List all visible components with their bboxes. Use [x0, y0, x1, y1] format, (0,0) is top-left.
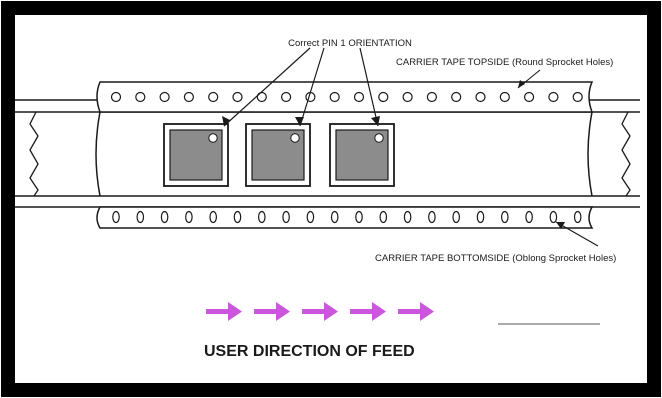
round-sprocket-hole	[281, 91, 292, 103]
round-sprocket-hole	[475, 91, 486, 103]
tape-left-torn-edge	[29, 111, 39, 197]
round-sprocket-hole	[426, 91, 437, 103]
topside-label: CARRIER TAPE TOPSIDE (Round Sprocket Hol…	[396, 57, 613, 68]
pin1-pointer-3	[359, 47, 379, 127]
round-sprocket-hole	[159, 91, 170, 103]
oblong-sprocket-hole	[452, 210, 461, 224]
round-sprocket-hole	[402, 91, 413, 103]
round-sprocket-hole	[523, 91, 535, 103]
oblong-sprocket-hole	[306, 210, 315, 224]
oblong-sprocket-hole	[403, 210, 412, 224]
oblong-sprocket-hole	[257, 210, 266, 224]
feed-arrow-shaft	[254, 309, 278, 314]
oblong-sprocket-hole	[428, 210, 436, 224]
tape-body-right-edge	[587, 111, 593, 197]
oblong-sprocket-hole	[112, 210, 120, 224]
bottomside-strip	[96, 206, 594, 229]
bottomside-arrowhead	[556, 222, 565, 229]
tape-body-left-edge	[95, 111, 101, 197]
feed-arrow	[254, 302, 290, 321]
feed-arrow	[302, 302, 338, 321]
oblong-sprocket-holes	[112, 210, 582, 224]
round-sprocket-hole	[499, 91, 510, 103]
pin1-marker	[374, 133, 384, 143]
topside-strip	[96, 81, 594, 113]
feed-arrow	[206, 302, 242, 321]
feed-direction-arrows	[206, 302, 434, 321]
round-sprocket-holes	[110, 91, 583, 103]
round-sprocket-hole	[378, 91, 389, 103]
pin1-arrowhead-1	[222, 116, 230, 126]
feed-arrow-head	[324, 302, 338, 321]
component-pocket	[245, 123, 311, 187]
feed-arrow	[398, 302, 434, 321]
round-sprocket-hole	[232, 91, 243, 103]
round-sprocket-hole	[208, 91, 219, 103]
oblong-sprocket-hole	[549, 210, 558, 224]
components	[163, 123, 395, 187]
feed-arrow-head	[420, 302, 434, 321]
component-pocket	[163, 123, 229, 187]
round-sprocket-hole	[572, 91, 583, 103]
round-sprocket-hole	[353, 91, 365, 103]
feed-direction-label: USER DIRECTION OF FEED	[204, 343, 415, 360]
pin1-marker	[208, 133, 218, 143]
oblong-sprocket-hole	[185, 210, 193, 224]
oblong-sprocket-hole	[209, 210, 218, 224]
feed-arrow-shaft	[398, 309, 422, 314]
pin1-orientation-label: Correct PIN 1 ORIENTATION	[288, 38, 412, 49]
round-sprocket-hole	[183, 91, 194, 103]
round-sprocket-hole	[329, 91, 340, 103]
oblong-sprocket-hole	[330, 210, 339, 224]
round-sprocket-hole	[135, 91, 146, 103]
pin1-pointer-1	[223, 47, 311, 127]
feed-arrow-head	[372, 302, 386, 321]
oblong-sprocket-hole	[525, 210, 533, 224]
topside-arrowhead	[518, 80, 525, 88]
pin1-arrowhead-3	[371, 116, 380, 126]
component-pocket	[329, 123, 395, 187]
pin1-marker	[290, 133, 300, 143]
oblong-sprocket-hole	[500, 210, 509, 224]
oblong-sprocket-hole	[379, 210, 388, 224]
feed-arrow-shaft	[206, 309, 230, 314]
feed-arrow-shaft	[350, 309, 374, 314]
oblong-sprocket-hole	[476, 210, 485, 224]
round-sprocket-hole	[451, 91, 462, 103]
oblong-sprocket-hole	[160, 210, 169, 224]
oblong-sprocket-hole	[282, 210, 290, 224]
oblong-sprocket-hole	[573, 210, 582, 224]
pin1-pointer-2	[299, 47, 325, 127]
round-sprocket-hole	[110, 91, 122, 103]
oblong-sprocket-hole	[355, 210, 363, 224]
tape-right-torn-edge	[621, 111, 631, 197]
feed-arrow-head	[276, 302, 290, 321]
bottomside-pointer	[555, 221, 599, 247]
oblong-sprocket-hole	[233, 210, 242, 224]
feed-arrow-head	[228, 302, 242, 321]
feed-arrow-shaft	[302, 309, 326, 314]
round-sprocket-hole	[548, 91, 559, 103]
bottomside-label: CARRIER TAPE BOTTOMSIDE (Oblong Sprocket…	[375, 253, 616, 264]
oblong-sprocket-hole	[136, 210, 145, 224]
pin1-arrowhead-2	[295, 117, 304, 126]
feed-arrow	[350, 302, 386, 321]
